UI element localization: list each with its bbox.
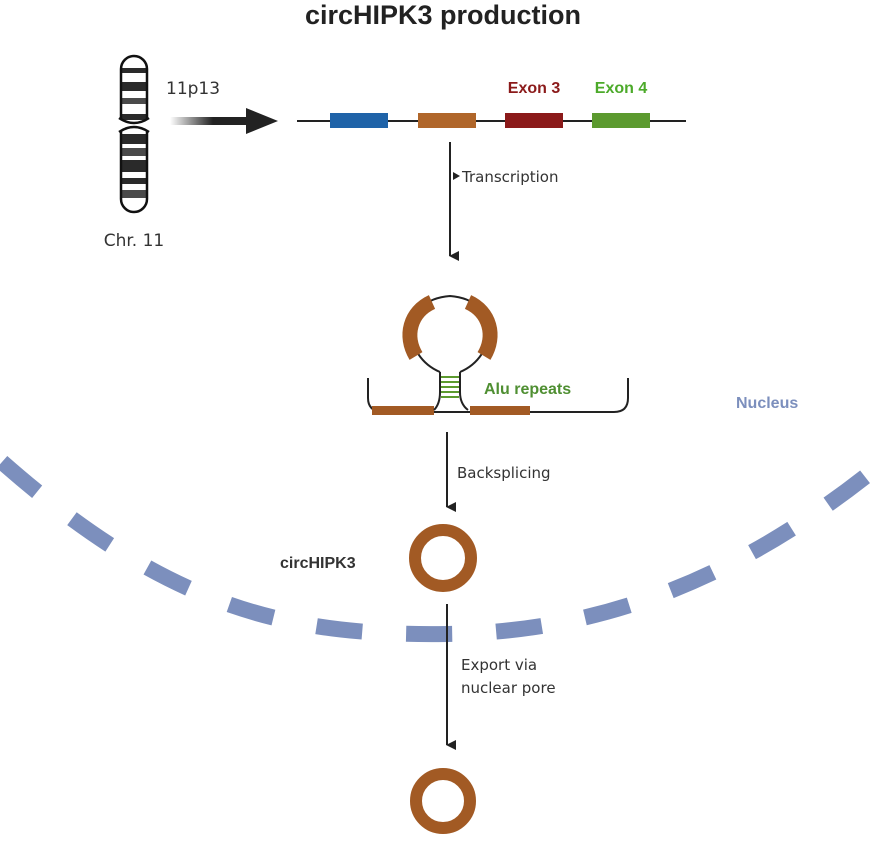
exon-3-label: Exon 3 xyxy=(508,80,561,97)
circhipk3-label: circHIPK3 xyxy=(280,555,356,572)
exon-1 xyxy=(330,113,388,128)
chromosome-11-icon xyxy=(118,54,150,214)
exon-4 xyxy=(592,113,650,128)
nuclear-envelope xyxy=(0,453,886,643)
circhipk3-nuclear-circle xyxy=(409,524,477,592)
exon-3 xyxy=(505,113,563,128)
diagram-title: circHIPK3 production xyxy=(305,0,581,30)
export-label-line2: nuclear pore xyxy=(461,679,556,697)
nucleus-label: Nucleus xyxy=(736,395,798,412)
circhipk3-cytoplasmic-circle xyxy=(410,768,476,834)
transcription-label: Transcription xyxy=(461,168,558,186)
export-label-line1: Export via xyxy=(461,656,537,674)
gene-structure xyxy=(297,113,686,128)
alu-repeat-pairing xyxy=(441,376,459,398)
locus-arrow xyxy=(170,108,278,134)
locus-label: 11p13 xyxy=(166,79,220,99)
transcription-pointer-icon xyxy=(453,172,460,180)
chromosome-label: Chr. 11 xyxy=(104,231,165,251)
alu-repeats-label: Alu repeats xyxy=(484,381,571,398)
backsplicing-label: Backsplicing xyxy=(457,464,551,482)
exon-2 xyxy=(418,113,476,128)
exon-4-label: Exon 4 xyxy=(595,80,648,97)
pre-mrna-loop xyxy=(367,294,629,415)
